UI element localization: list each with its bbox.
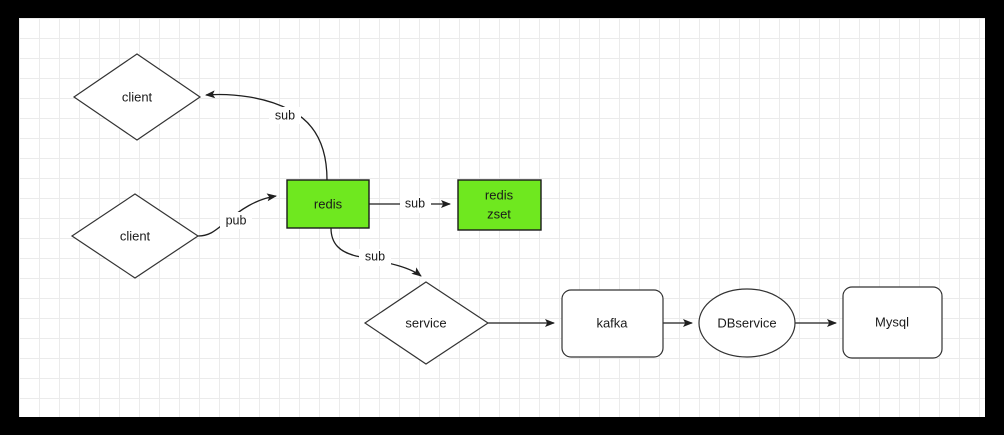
node-label: kafka bbox=[596, 315, 628, 330]
node-service[interactable]: service bbox=[363, 281, 490, 365]
roundrect-shape bbox=[842, 286, 943, 359]
node-redis[interactable]: redis bbox=[286, 179, 370, 229]
edge-label-bg bbox=[220, 212, 252, 229]
edge-label-sub-service: sub bbox=[365, 249, 385, 263]
edge-layer: sub pub sub sub bbox=[197, 90, 837, 327]
roundrect-shape bbox=[561, 289, 664, 358]
rect-shape bbox=[286, 179, 370, 229]
edge-label-pub: pub bbox=[226, 213, 247, 227]
node-client-sub[interactable]: client bbox=[72, 53, 202, 141]
edge-label-bg bbox=[400, 196, 431, 213]
edge-redis-to-service[interactable]: sub bbox=[330, 227, 422, 277]
node-layer: client client redis redis zset servi bbox=[70, 53, 943, 365]
edge-redis-to-client-sub[interactable]: sub bbox=[205, 90, 328, 181]
node-mysql[interactable]: Mysql bbox=[842, 286, 943, 359]
node-label: Mysql bbox=[875, 314, 909, 329]
diamond-shape bbox=[72, 53, 202, 141]
rect-shape bbox=[457, 179, 542, 231]
node-label: client bbox=[120, 228, 151, 243]
edge-label-bg bbox=[269, 107, 301, 124]
node-label: redis bbox=[314, 196, 343, 211]
node-label: DBservice bbox=[717, 315, 776, 330]
edge-client-pub-to-redis[interactable]: pub bbox=[197, 193, 277, 237]
node-client-pub[interactable]: client bbox=[70, 193, 200, 279]
edge-label-bg bbox=[359, 249, 391, 266]
diamond-shape bbox=[363, 281, 490, 365]
ellipse-shape bbox=[698, 288, 796, 358]
edge-path bbox=[330, 227, 422, 277]
node-label-line-2: zset bbox=[487, 206, 511, 221]
node-redis-zset[interactable]: redis zset bbox=[457, 179, 542, 231]
node-label: service bbox=[405, 315, 446, 330]
node-dbservice[interactable]: DBservice bbox=[698, 288, 796, 358]
node-label-line-1: redis bbox=[485, 187, 514, 202]
diamond-shape bbox=[70, 193, 200, 279]
edge-redis-to-zset[interactable]: sub bbox=[369, 196, 451, 213]
edge-label-sub-zset: sub bbox=[405, 196, 425, 210]
edge-label-sub-client: sub bbox=[275, 108, 295, 122]
node-kafka[interactable]: kafka bbox=[561, 289, 664, 358]
edge-path bbox=[205, 90, 328, 181]
node-label: client bbox=[122, 89, 153, 104]
